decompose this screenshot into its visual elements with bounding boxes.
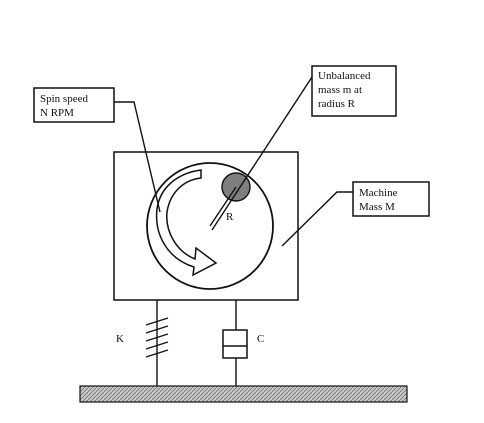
spin-speed-label-line-1: Spin speed — [40, 93, 88, 105]
machine-mass-label-line-1: Machine — [359, 187, 398, 199]
radius-line — [209, 186, 237, 227]
rotation-arrow — [155, 169, 218, 277]
unbalanced-mass-label-line-2: mass m at — [318, 84, 362, 96]
unbalanced-mass-label-line-3: radius R — [318, 98, 356, 110]
spring-label: K — [116, 333, 124, 345]
unbalanced-mass-label-line-1: Unbalanced — [318, 70, 371, 82]
unbalanced-mass-label-box — [311, 65, 397, 117]
spin-speed-label-box — [33, 87, 115, 123]
machine-mass-leader — [281, 191, 353, 247]
machine-mass-label-box — [352, 181, 430, 217]
damper-body — [222, 329, 248, 359]
machine-mass-label-line-2: Mass M — [359, 201, 395, 213]
ground — [79, 385, 408, 403]
rotor-circle — [146, 162, 274, 290]
spin-speed-leader — [114, 101, 161, 213]
damper-label: C — [257, 333, 264, 345]
radius-label: R — [226, 211, 234, 223]
unbalanced-mass-leader — [211, 76, 313, 231]
spin-speed-label-line-2: N RPM — [40, 107, 74, 119]
spring-coils — [145, 317, 169, 358]
machine-body — [113, 151, 299, 301]
